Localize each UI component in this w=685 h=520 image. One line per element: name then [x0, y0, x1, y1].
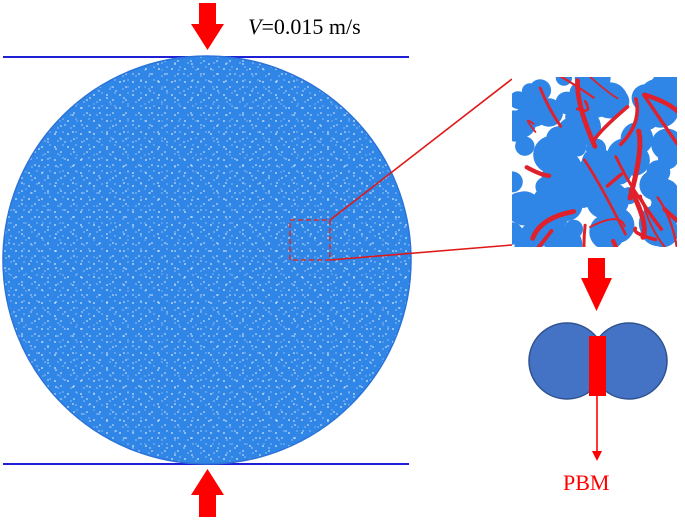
force-chain	[633, 226, 658, 242]
zoom-particle	[663, 77, 677, 103]
arrow-down-icon	[191, 3, 224, 50]
zoom-connector-bottom	[329, 244, 513, 261]
zoomed-force-chain-view	[512, 77, 677, 247]
zoom-particle	[555, 77, 572, 86]
force-chain	[627, 128, 643, 201]
velocity-symbol: V	[248, 14, 262, 39]
zoom-particle	[641, 90, 677, 128]
force-chain	[605, 172, 623, 188]
force-chain	[618, 97, 640, 147]
arrow-up-icon	[191, 469, 224, 517]
force-chain	[642, 92, 677, 114]
force-chain	[536, 229, 554, 247]
velocity-value: =0.015 m/s	[261, 14, 361, 39]
zoom-particle	[658, 148, 677, 170]
force-chain	[591, 105, 630, 145]
force-chain	[582, 158, 627, 236]
zoom-region-marker	[289, 219, 331, 261]
force-chain	[662, 207, 677, 223]
zoom-particle	[538, 176, 564, 202]
zoom-particle	[515, 136, 535, 156]
zoom-particle	[565, 175, 599, 208]
force-chain	[575, 78, 598, 149]
zoom-particle	[512, 171, 523, 193]
force-chain	[530, 209, 576, 241]
force-chain	[642, 93, 677, 147]
arrow-down-thin-icon	[592, 396, 602, 461]
force-chain	[614, 155, 646, 206]
force-chain	[582, 223, 587, 247]
zoom-connector-top	[329, 78, 513, 221]
zoom-particle	[601, 227, 622, 247]
zoom-particle	[568, 139, 587, 157]
parallel-bond	[589, 336, 606, 396]
zoom-particle	[593, 182, 630, 219]
force-chain	[656, 196, 677, 247]
particle-specimen	[2, 55, 412, 465]
parallel-bond-schematic	[528, 322, 668, 400]
force-chain	[611, 238, 619, 247]
zoom-particle	[620, 122, 654, 155]
zoom-particle	[517, 98, 547, 128]
force-chain	[641, 199, 667, 247]
pbm-label: PBM	[563, 470, 610, 495]
force-chain	[588, 77, 619, 100]
arrow-down-icon	[581, 258, 612, 311]
force-chain	[559, 77, 595, 99]
velocity-label: V=0.015 m/s	[248, 14, 361, 40]
zoom-particle	[533, 135, 571, 174]
force-chain	[526, 119, 537, 133]
force-chain	[524, 165, 552, 178]
force-chain	[589, 218, 626, 228]
force-chain	[538, 86, 563, 128]
